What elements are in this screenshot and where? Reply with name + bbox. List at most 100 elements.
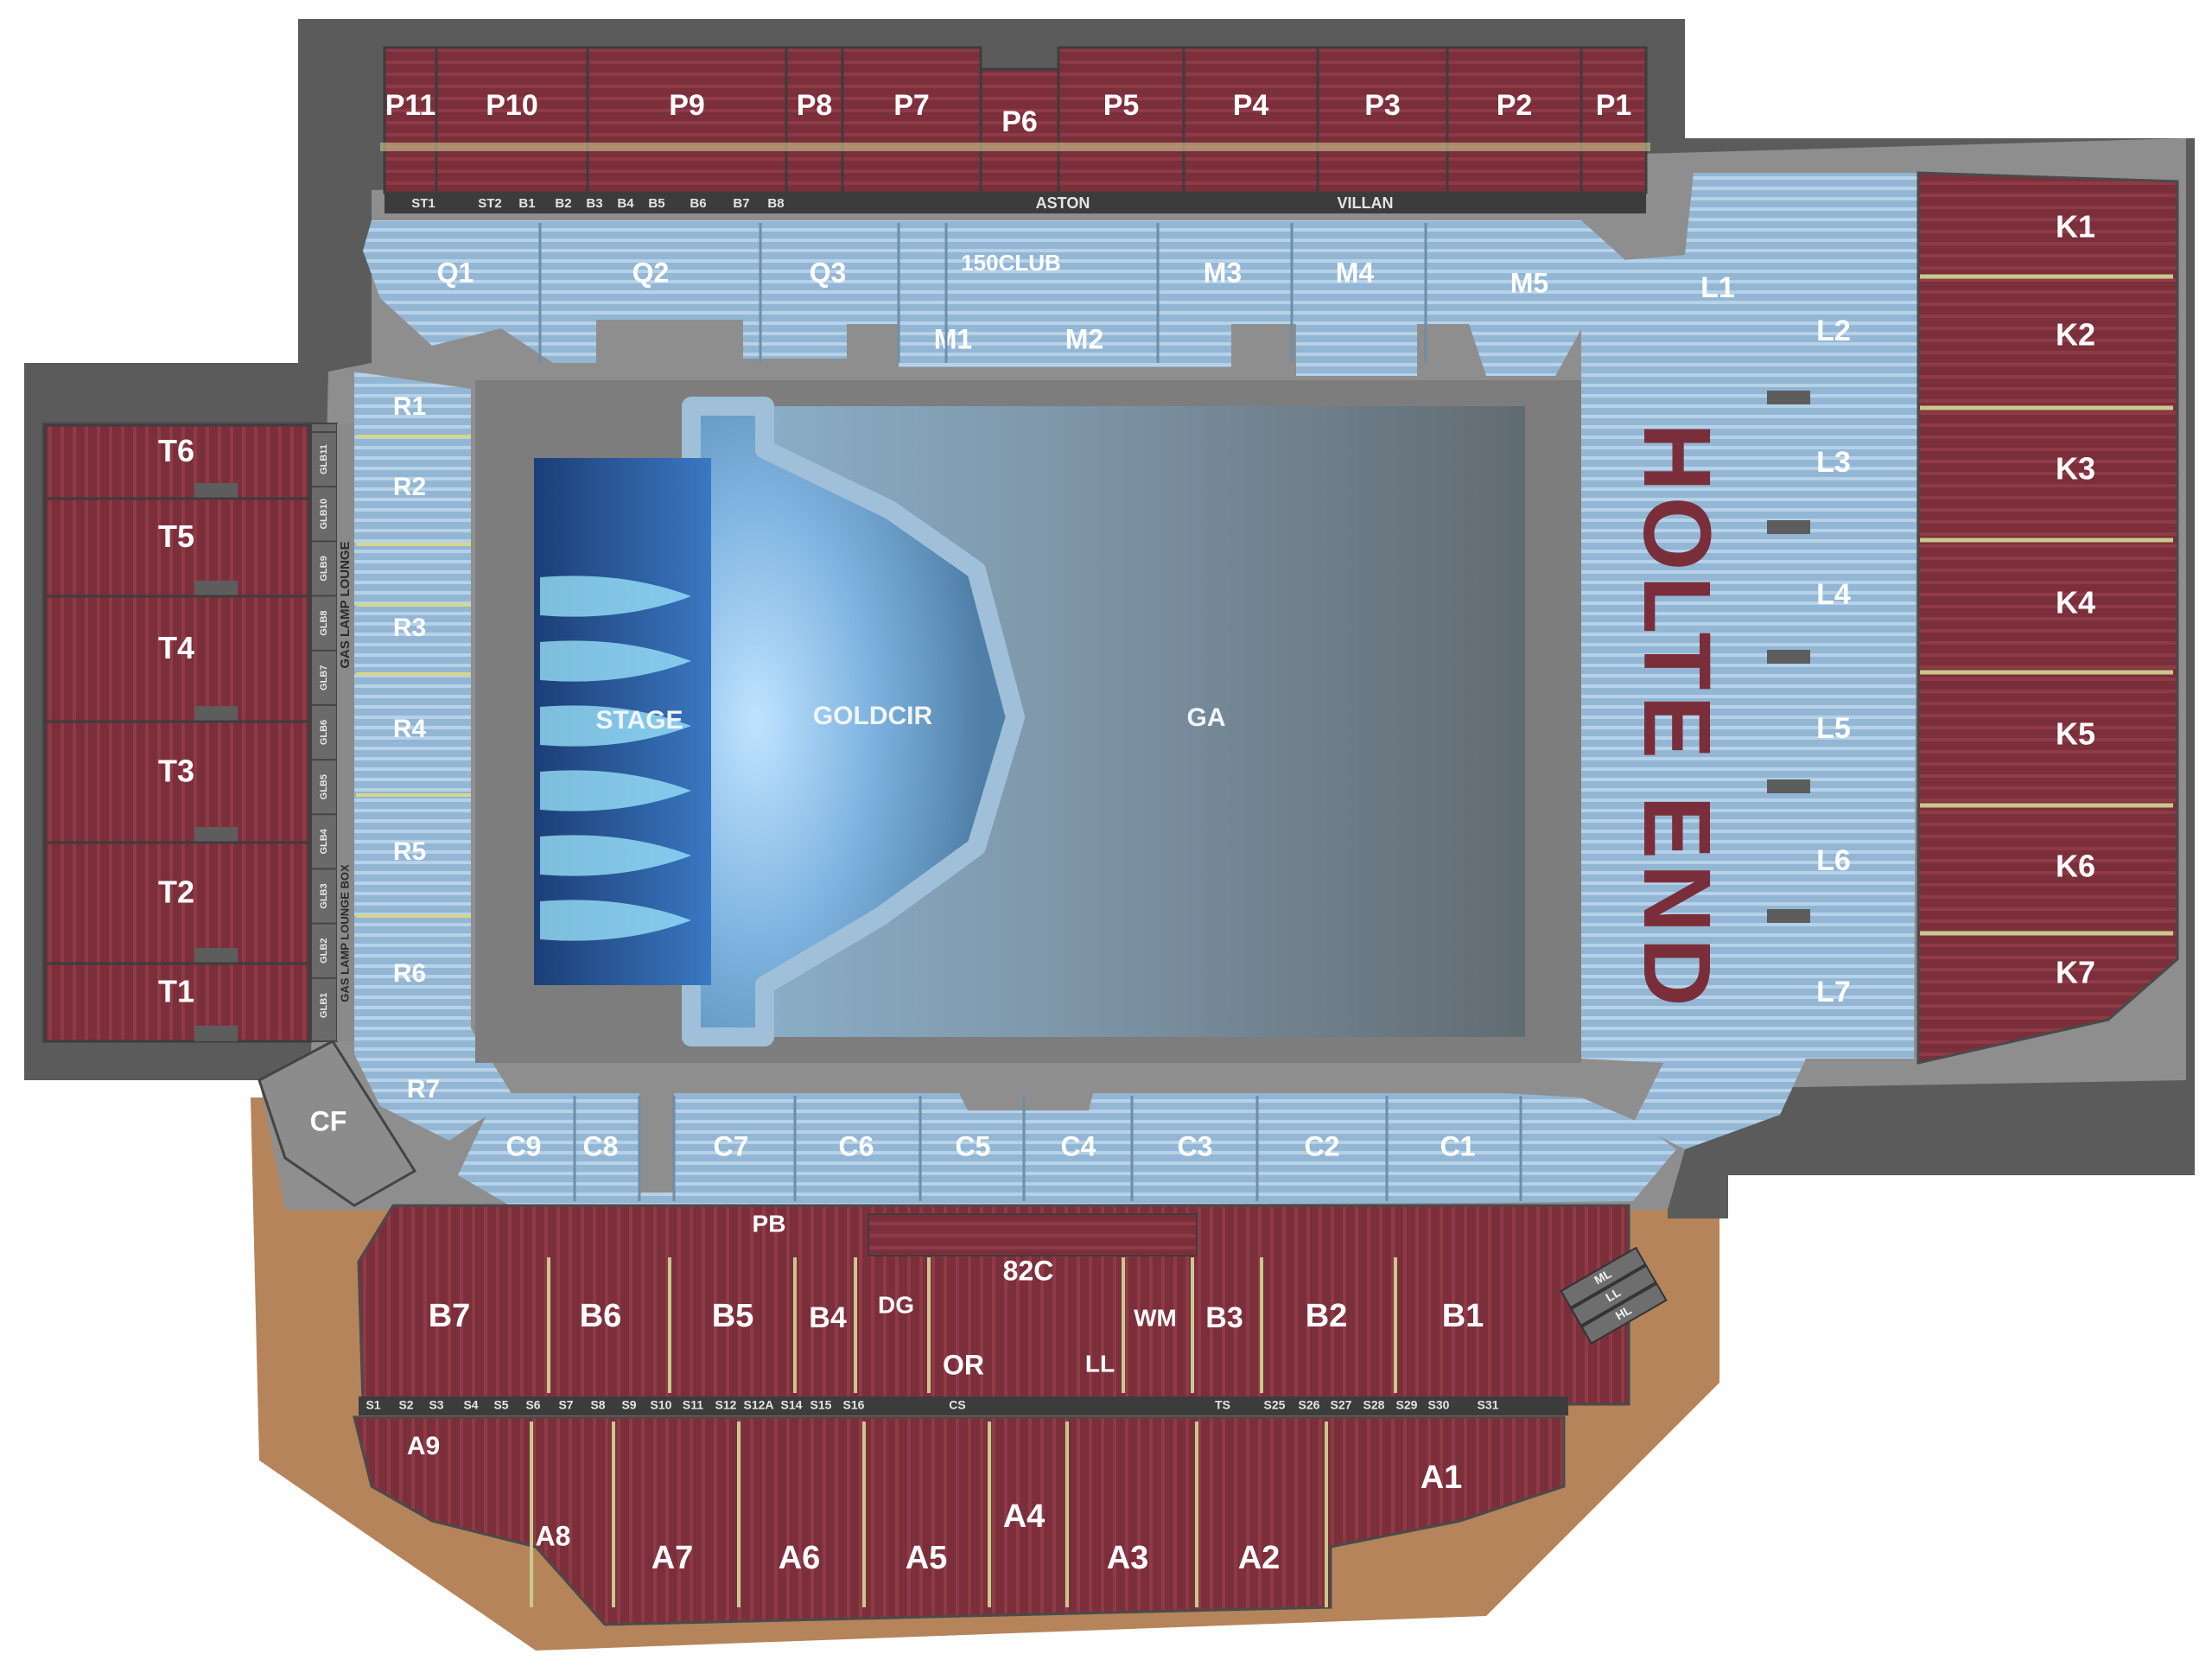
section-q3-label[interactable]: Q3 (810, 257, 847, 288)
strip-label-st2[interactable]: ST2 (478, 196, 502, 211)
step-ml[interactable] (1560, 1246, 1647, 1309)
section-l5-label[interactable]: L5 (1816, 712, 1851, 745)
section-t3[interactable]: T3 (43, 720, 311, 844)
strip-label-s12[interactable]: S12 (715, 1398, 737, 1412)
strip-label-aston[interactable]: ASTON (1036, 194, 1090, 212)
section-b1-label[interactable]: B1 (1442, 1298, 1484, 1334)
section-pb-label[interactable]: PB (753, 1210, 786, 1237)
section-k3-label[interactable]: K3 (2056, 451, 2095, 487)
section-r5-label[interactable]: R5 (393, 837, 426, 866)
section-k7-label[interactable]: K7 (2056, 955, 2095, 990)
section-p11[interactable]: P11 (383, 46, 438, 194)
strip-label-s27[interactable]: S27 (1331, 1398, 1352, 1412)
strip-label-s30[interactable]: S30 (1428, 1398, 1450, 1412)
section-c4-label[interactable]: C4 (1061, 1130, 1096, 1161)
section-k1-label[interactable]: K1 (2056, 209, 2095, 245)
section-l3-label[interactable]: L3 (1816, 446, 1851, 479)
strip-label-s28[interactable]: S28 (1363, 1398, 1385, 1412)
section-c1-label[interactable]: C1 (1440, 1130, 1476, 1161)
section-r4-label[interactable]: R4 (393, 715, 427, 743)
lounge-box-glb8[interactable]: GLB8 (319, 610, 329, 635)
strip-label-s3[interactable]: S3 (429, 1398, 443, 1412)
goldcir-floor[interactable] (682, 397, 1025, 1046)
section-q1-label[interactable]: Q1 (437, 257, 474, 288)
lounge-box-glb11[interactable]: GLB11 (319, 444, 329, 474)
strip-label-s9[interactable]: S9 (621, 1398, 636, 1412)
step-ll[interactable] (1570, 1264, 1657, 1327)
strip-label-s11[interactable]: S11 (683, 1398, 703, 1412)
section-a7-label[interactable]: A7 (652, 1540, 694, 1576)
section-p6[interactable]: P6 (979, 67, 1060, 194)
section-b5-label[interactable]: B5 (712, 1298, 754, 1334)
section-r1-label[interactable]: R1 (393, 392, 426, 421)
section-p7-area[interactable] (841, 46, 982, 194)
section-150club-label[interactable]: 150CLUB (961, 250, 1061, 276)
strip-label-b2[interactable]: B2 (555, 196, 571, 211)
section-p5[interactable]: P5 (1057, 46, 1185, 194)
section-m4-label[interactable]: M4 (1336, 257, 1375, 288)
section-t1[interactable]: T1 (43, 962, 311, 1043)
strip-label-b8[interactable]: B8 (767, 196, 784, 211)
strip-label-s29[interactable]: S29 (1396, 1398, 1418, 1412)
section-or-label[interactable]: OR (943, 1349, 984, 1380)
section-ll-label[interactable]: LL (1085, 1350, 1115, 1377)
lounge-box-glb3[interactable]: GLB3 (319, 883, 329, 908)
section-k2-label[interactable]: K2 (2056, 317, 2095, 353)
strip-label-s15[interactable]: S15 (810, 1398, 832, 1412)
section-a1-label[interactable]: A1 (1421, 1460, 1463, 1496)
section-l2-label[interactable]: L2 (1816, 315, 1851, 347)
section-k4-label[interactable]: K4 (2056, 585, 2095, 620)
section-q2-label[interactable]: Q2 (632, 257, 670, 288)
section-c2-label[interactable]: C2 (1305, 1130, 1340, 1161)
section-a8-label[interactable]: A8 (536, 1520, 571, 1551)
section-t4[interactable]: T4 (43, 595, 311, 723)
lounge-box-glb9[interactable]: GLB9 (319, 556, 329, 581)
lounge-box-glb10[interactable]: GLB10 (319, 499, 329, 529)
strip-label-s2[interactable]: S2 (398, 1398, 413, 1412)
section-82c-label[interactable]: 82C (1003, 1255, 1054, 1286)
strip-label-s12a[interactable]: S12A (743, 1398, 773, 1412)
section-p1-area[interactable] (1580, 46, 1648, 194)
section-b2-label[interactable]: B2 (1306, 1298, 1348, 1334)
lounge-box-glb4[interactable]: GLB4 (319, 828, 329, 854)
section-k5-label[interactable]: K5 (2056, 716, 2095, 752)
section-p2[interactable]: P2 (1446, 46, 1583, 194)
section-p10[interactable]: P10 (435, 46, 589, 194)
section-dg-label[interactable]: DG (878, 1291, 914, 1318)
section-t5[interactable]: T5 (43, 497, 311, 598)
section-t6[interactable]: T6 (43, 423, 311, 500)
strip-label-s14[interactable]: S14 (781, 1398, 803, 1412)
section-l7-label[interactable]: L7 (1816, 976, 1851, 1008)
section-t6-area[interactable] (43, 423, 311, 500)
section-b4-label[interactable]: B4 (809, 1301, 847, 1334)
strip-label-b3[interactable]: B3 (586, 196, 602, 211)
section-l6-label[interactable]: L6 (1816, 844, 1851, 877)
section-b7-label[interactable]: B7 (429, 1298, 471, 1334)
strip-label-s8[interactable]: S8 (590, 1398, 605, 1412)
strip-label-s25[interactable]: S25 (1264, 1398, 1286, 1412)
section-p3[interactable]: P3 (1316, 46, 1449, 194)
strip-label-s7[interactable]: S7 (558, 1398, 573, 1412)
section-82c-upper-area[interactable] (868, 1213, 1198, 1256)
strip-label-s16[interactable]: S16 (843, 1398, 865, 1412)
section-m2-label[interactable]: M2 (1065, 323, 1103, 354)
strip-label-b6[interactable]: B6 (690, 196, 706, 211)
section-k6-label[interactable]: K6 (2056, 849, 2095, 884)
lounge-box-glb2[interactable]: GLB2 (319, 938, 329, 964)
section-a9-label[interactable]: A9 (407, 1432, 440, 1460)
strip-label-s6[interactable]: S6 (525, 1398, 540, 1412)
strip-label-s10[interactable]: S10 (651, 1398, 672, 1412)
section-c3-label[interactable]: C3 (1178, 1130, 1213, 1161)
strip-label-b5[interactable]: B5 (648, 196, 664, 211)
section-r3-label[interactable]: R3 (393, 614, 426, 642)
section-m5-label[interactable]: M5 (1510, 267, 1548, 298)
strip-label-b1[interactable]: B1 (518, 196, 535, 211)
section-l1-label[interactable]: L1 (1700, 271, 1735, 304)
cf-section[interactable] (257, 1040, 417, 1207)
step-hl[interactable] (1580, 1282, 1668, 1345)
strip-label-ts[interactable]: TS (1215, 1398, 1230, 1412)
lounge-box-glb5[interactable]: GLB5 (319, 774, 329, 799)
section-b3-label[interactable]: B3 (1205, 1301, 1243, 1334)
strip-label-villan[interactable]: VILLAN (1338, 194, 1394, 212)
section-b6-label[interactable]: B6 (580, 1298, 622, 1334)
